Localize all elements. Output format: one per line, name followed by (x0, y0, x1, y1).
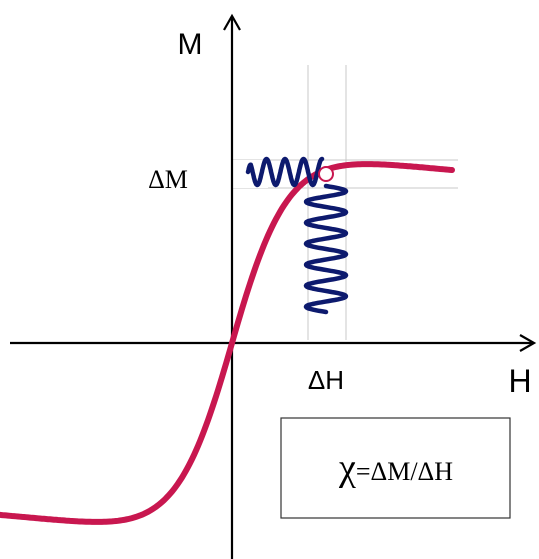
formula-expression: =ΔM/ΔH (356, 457, 453, 486)
m-axis-arrowhead (223, 13, 241, 31)
formula-text: χ=ΔM/ΔH (338, 447, 453, 489)
magnetization-curve (0, 161, 455, 525)
delta-m-label: ΔM (148, 165, 188, 194)
delta-h-oscillation (303, 183, 349, 315)
h-axis-label: H (508, 363, 531, 399)
m-axis-label: M (178, 28, 203, 61)
formula-frame (280, 417, 511, 519)
formula-box: χ=ΔM/ΔH (280, 417, 511, 519)
axes (10, 13, 537, 559)
h-axis-arrowhead (519, 334, 537, 352)
delta-m-oscillation (245, 156, 325, 188)
operating-point (318, 166, 334, 182)
delta-h-label: ΔH (308, 365, 344, 395)
chi-symbol: χ (338, 447, 356, 489)
